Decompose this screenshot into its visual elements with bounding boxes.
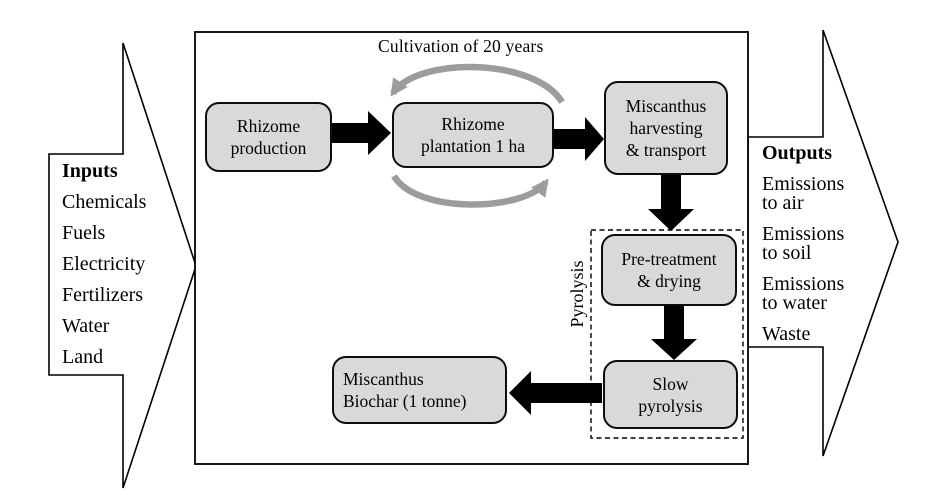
output-item-emissions-soil: Emissions to soil: [762, 223, 845, 264]
node-line: Biochar (1 tonne): [343, 391, 467, 411]
node-pretreatment-drying: Pre-treatment & drying: [601, 234, 737, 306]
output-item-emissions-air: Emissions to air: [762, 173, 845, 214]
input-item-fuels: Fuels: [62, 222, 106, 244]
arrow-harvesting-to-pretreatment-icon: [648, 175, 694, 231]
node-line: plantation 1 ha: [420, 136, 525, 156]
node-slow-pyrolysis: Slow pyrolysis: [603, 360, 738, 429]
node-line: Pre-treatment: [621, 249, 717, 269]
node-miscanthus-harvesting: Miscanthus harvesting & transport: [604, 81, 728, 175]
cycle-arrow-bottom-icon: [391, 174, 549, 208]
outputs-list: Outputs Emissions to air Emissions to so…: [762, 142, 856, 356]
pyrolysis-group-label: Pyrolysis: [567, 260, 587, 328]
node-line: Rhizome: [441, 114, 505, 134]
node-line: Miscanthus: [343, 369, 424, 389]
output-item-emissions-water: Emissions to water: [762, 273, 845, 314]
input-item-electricity: Electricity: [62, 253, 146, 275]
node-rhizome-plantation: Rhizome plantation 1 ha: [392, 102, 554, 168]
inputs-list: Inputs Chemicals Fuels Electricity Ferti…: [62, 161, 180, 378]
node-line: Rhizome: [236, 116, 301, 136]
node-line: & transport: [625, 140, 707, 160]
node-miscanthus-biochar: Miscanthus Biochar (1 tonne): [332, 356, 507, 424]
input-item-land: Land: [62, 346, 104, 368]
inputs-arrow-shape: [48, 42, 197, 489]
cultivation-cycle-label: Cultivation of 20 years: [378, 36, 544, 56]
node-line: & drying: [637, 271, 701, 291]
node-rhizome-production: Rhizome production: [205, 102, 332, 172]
arrow-production-to-plantation-icon: [331, 111, 391, 155]
node-line: pyrolysis: [638, 395, 703, 416]
node-line: Slow: [652, 373, 689, 394]
arrow-pretreatment-to-pyrolysis-icon: [651, 306, 697, 360]
input-item-water: Water: [62, 315, 110, 337]
input-item-chemicals: Chemicals: [62, 191, 147, 213]
cycle-arrow-top-icon: [390, 63, 565, 104]
node-line: harvesting: [629, 118, 703, 138]
output-item-waste: Waste: [762, 323, 811, 345]
node-line: Miscanthus: [625, 96, 707, 116]
inputs-header: Inputs: [62, 160, 118, 182]
node-line: production: [230, 138, 307, 158]
arrow-pyrolysis-to-biochar-icon: [509, 371, 602, 415]
pyrolysis-group-box: [590, 229, 744, 439]
input-item-fertilizers: Fertilizers: [62, 284, 144, 306]
outputs-arrow-shape: [747, 29, 899, 457]
arrow-plantation-to-harvesting-icon: [553, 117, 604, 161]
outputs-header: Outputs: [762, 142, 833, 164]
